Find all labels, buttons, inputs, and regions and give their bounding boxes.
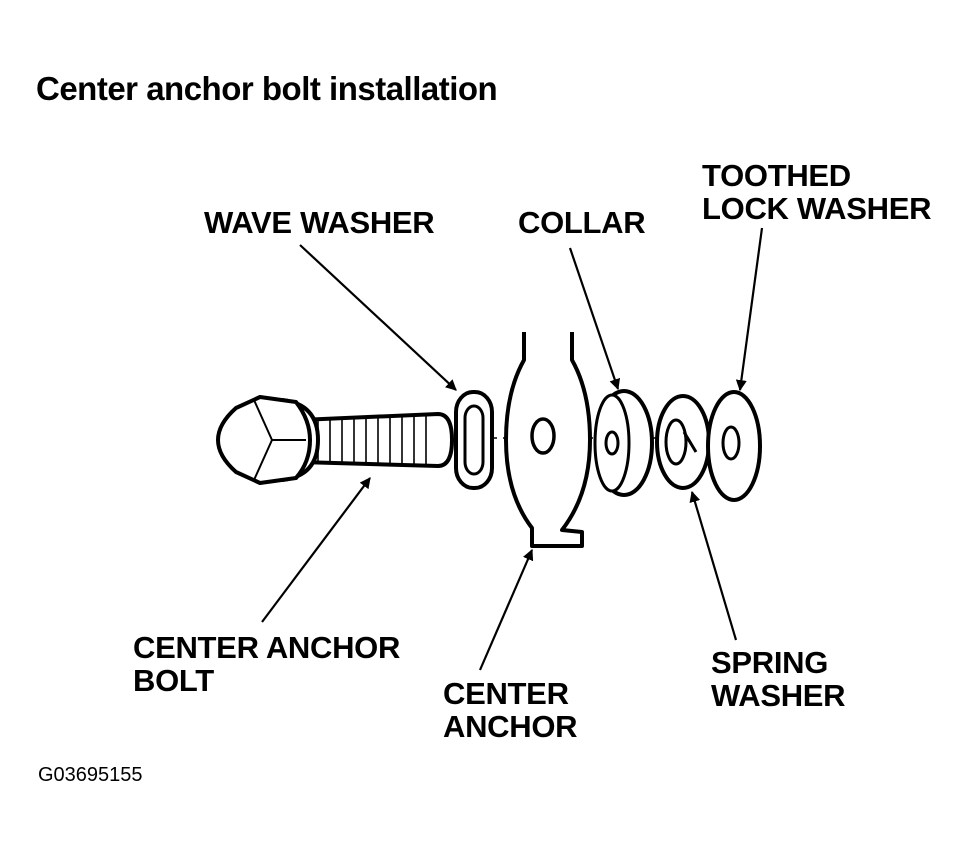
center-anchor-bolt <box>216 395 454 485</box>
spring-washer <box>655 394 711 490</box>
label-toothed-lock-washer: TOOTHED LOCK WASHER <box>702 158 932 226</box>
diagram-title: Center anchor bolt installation <box>36 70 498 107</box>
label-center-anchor: CENTER ANCHOR <box>443 676 578 744</box>
label-line: ANCHOR <box>443 709 578 744</box>
label-line: TOOTHED <box>702 158 851 193</box>
label-line: BOLT <box>133 663 214 698</box>
label-line: SPRING <box>711 645 829 680</box>
label-wave-washer: WAVE WASHER <box>204 205 435 240</box>
arrow-center-anchor <box>478 548 534 671</box>
label-collar: COLLAR <box>518 205 646 240</box>
label-line: LOCK WASHER <box>702 191 932 226</box>
label-line: CENTER <box>443 676 569 711</box>
arrow-toothed-lock-washer <box>735 227 764 392</box>
figure-code: G03695155 <box>38 764 143 786</box>
arrow-wave-washer <box>299 244 457 391</box>
label-line: COLLAR <box>518 205 646 240</box>
label-spring-washer: SPRING WASHER <box>711 645 846 713</box>
wave-washer <box>454 390 494 490</box>
label-line: WAVE WASHER <box>204 205 435 240</box>
label-line: WASHER <box>711 678 846 713</box>
leader-arrows <box>261 227 764 671</box>
label-center-anchor-bolt: CENTER ANCHOR BOLT <box>133 631 400 697</box>
arrow-spring-washer <box>689 490 738 641</box>
toothed-lock-washer <box>706 390 762 502</box>
arrow-collar <box>568 247 621 391</box>
collar <box>593 389 654 497</box>
label-line: CENTER ANCHOR <box>133 630 401 665</box>
center-anchor <box>504 332 592 548</box>
arrow-center-anchor-bolt <box>261 477 371 623</box>
